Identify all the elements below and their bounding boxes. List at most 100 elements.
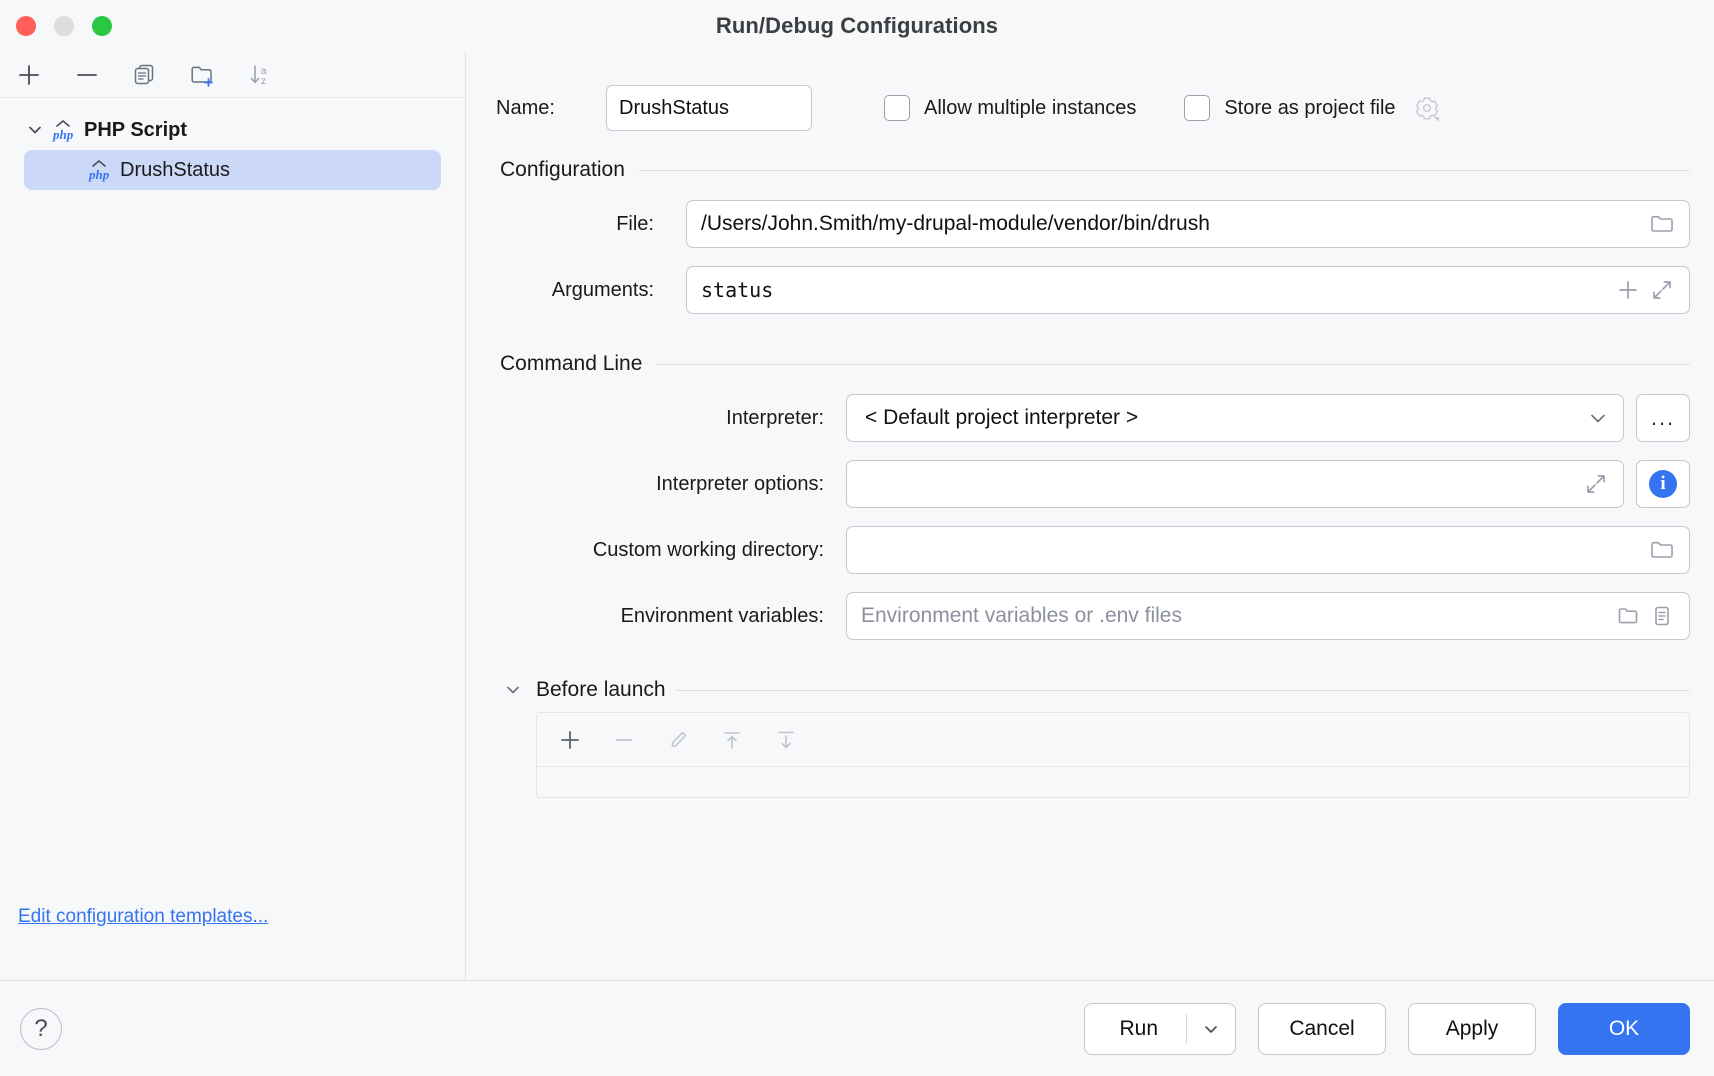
plus-icon[interactable] [1611, 273, 1645, 307]
before-launch-label: Before launch [536, 678, 666, 701]
traffic-lights [16, 16, 112, 36]
command-line-section-title: Command Line [500, 352, 643, 375]
before-launch-panel [536, 712, 1690, 798]
gear-icon[interactable] [1410, 93, 1444, 123]
before-launch-move-up-button[interactable] [715, 723, 749, 757]
before-launch-edit-button[interactable] [661, 723, 695, 757]
configurations-tree: php PHP Script php DrushStatus [0, 98, 465, 980]
add-configuration-button[interactable] [12, 58, 46, 92]
allow-multiple-instances-label: Allow multiple instances [924, 96, 1137, 119]
help-label: ? [34, 1014, 48, 1042]
command-line-section-header: Command Line [500, 352, 1690, 376]
before-launch-toolbar [537, 713, 1689, 767]
file-input-value: /Users/John.Smith/my-drupal-module/vendo… [701, 212, 1210, 235]
before-launch-remove-button[interactable] [607, 723, 641, 757]
environment-variables-row: Environment variables: Environment varia… [496, 588, 1690, 644]
chevron-down-icon[interactable] [22, 121, 48, 139]
interpreter-dropdown[interactable]: < Default project interpreter > [846, 394, 1624, 442]
interpreter-more-button[interactable]: ... [1636, 394, 1690, 442]
checkbox-box[interactable] [1184, 95, 1211, 121]
before-launch-header[interactable]: Before launch [500, 678, 1690, 702]
php-icon: php [84, 157, 114, 183]
file-row: File: /Users/John.Smith/my-drupal-module… [496, 196, 1690, 252]
tree-group-label: PHP Script [84, 118, 187, 141]
tree-group-php-script[interactable]: php PHP Script [0, 110, 465, 150]
svg-text:php: php [52, 127, 74, 142]
run-button[interactable]: Run [1119, 1016, 1158, 1040]
environment-variables-label: Environment variables: [620, 604, 824, 627]
tree-item-drushstatus[interactable]: php DrushStatus [24, 150, 441, 190]
interpreter-label: Interpreter: [726, 406, 824, 429]
svg-text:z: z [261, 76, 266, 87]
ok-button[interactable]: OK [1558, 1002, 1690, 1055]
environment-variables-input[interactable]: Environment variables or .env files [846, 592, 1690, 640]
store-as-project-file-label: Store as project file [1224, 96, 1396, 119]
configurations-toolbar: a z [0, 52, 465, 98]
run-split-button[interactable]: Run [1084, 1002, 1236, 1055]
before-launch-move-down-button[interactable] [769, 723, 803, 757]
edit-configuration-templates-link[interactable]: Edit configuration templates... [18, 906, 269, 927]
configuration-form: Name: DrushStatus Allow multiple instanc… [466, 52, 1714, 980]
working-directory-row: Custom working directory: [496, 522, 1690, 578]
apply-button[interactable]: Apply [1408, 1002, 1536, 1055]
new-folder-button[interactable] [186, 58, 220, 92]
svg-text:php: php [88, 167, 110, 182]
configurations-panel: a z php [0, 52, 466, 980]
svg-text:a: a [261, 66, 267, 77]
before-launch-add-button[interactable] [553, 723, 587, 757]
run-dropdown-button[interactable] [1187, 1004, 1235, 1054]
expand-icon[interactable] [1645, 273, 1679, 307]
name-input[interactable]: DrushStatus [606, 85, 812, 131]
close-window-button[interactable] [16, 16, 36, 36]
section-divider [656, 363, 1690, 365]
name-input-value: DrushStatus [619, 96, 730, 119]
title-bar: Run/Debug Configurations [0, 0, 1714, 52]
cancel-button[interactable]: Cancel [1258, 1002, 1386, 1055]
folder-icon[interactable] [1611, 599, 1645, 633]
chevron-down-icon[interactable] [1581, 401, 1615, 435]
name-label: Name: [496, 96, 555, 119]
file-input[interactable]: /Users/John.Smith/my-drupal-module/vendo… [686, 200, 1690, 248]
chevron-down-icon[interactable] [500, 681, 526, 699]
interpreter-row: Interpreter: < Default project interpret… [496, 390, 1690, 446]
checkbox-box[interactable] [884, 95, 910, 121]
split-divider [1186, 1013, 1187, 1044]
name-row: Name: DrushStatus Allow multiple instanc… [496, 80, 1690, 136]
arguments-row: Arguments: status [496, 262, 1690, 318]
window-title: Run/Debug Configurations [715, 13, 999, 38]
expand-icon[interactable] [1579, 467, 1613, 501]
store-as-project-file-checkbox[interactable]: Store as project file [1184, 93, 1443, 123]
maximize-window-button[interactable] [92, 16, 112, 36]
arguments-input[interactable]: status [686, 266, 1690, 314]
php-icon: php [48, 117, 78, 143]
configuration-section-title: Configuration [500, 158, 625, 181]
interpreter-more-label: ... [1650, 405, 1676, 430]
allow-multiple-instances-checkbox[interactable]: Allow multiple instances [884, 95, 1136, 121]
remove-configuration-button[interactable] [70, 58, 104, 92]
help-button[interactable]: ? [20, 1007, 62, 1050]
interpreter-options-row: Interpreter options: i [496, 456, 1690, 512]
file-label: File: [616, 212, 654, 235]
arguments-label: Arguments: [551, 278, 654, 301]
dialog-body: a z php [0, 52, 1714, 980]
folder-icon[interactable] [1645, 207, 1679, 241]
info-icon: i [1649, 470, 1677, 498]
before-launch-task-list[interactable] [537, 767, 1689, 797]
minimize-window-button[interactable] [54, 16, 74, 36]
folder-icon[interactable] [1645, 533, 1679, 567]
sort-configurations-button[interactable]: a z [244, 58, 278, 92]
interpreter-value: < Default project interpreter > [865, 406, 1139, 429]
interpreter-options-info-button[interactable]: i [1636, 460, 1690, 508]
working-directory-input[interactable] [846, 526, 1690, 574]
tree-item-label: DrushStatus [120, 158, 231, 181]
footer-buttons: Run Cancel Apply OK [1084, 1002, 1690, 1055]
list-icon[interactable] [1645, 599, 1679, 633]
copy-configuration-button[interactable] [128, 58, 162, 92]
arguments-input-value: status [701, 278, 774, 302]
working-directory-label: Custom working directory: [592, 538, 824, 561]
environment-variables-placeholder: Environment variables or .env files [861, 604, 1182, 627]
configuration-section-header: Configuration [500, 158, 1690, 182]
interpreter-options-input[interactable] [846, 460, 1624, 508]
section-divider [675, 689, 1690, 691]
